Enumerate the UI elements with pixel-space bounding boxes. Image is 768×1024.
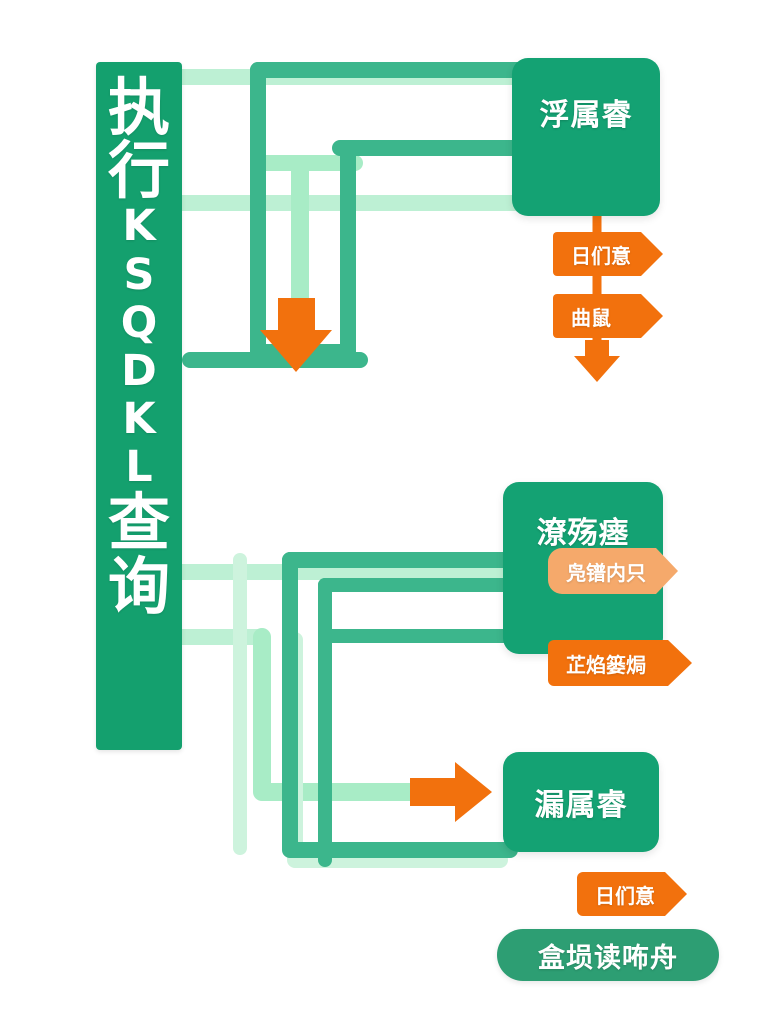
chevron-label-bottom-1[interactable]: 日们意: [577, 872, 687, 916]
banner-char-2: 查: [107, 486, 170, 560]
arrow-down-right: [574, 340, 620, 382]
chevron-label-bottom-1-text: 日们意: [595, 883, 655, 908]
node-card-middle-title: 潦殇瘗: [536, 516, 630, 551]
arrow-down-left: [260, 298, 332, 372]
banner-char-0: 执: [107, 71, 170, 144]
arrow-right-bot: [410, 762, 492, 822]
connector-group-dark: [182, 62, 528, 867]
banner-latin-0: K: [122, 201, 156, 252]
connector-group-light: [182, 69, 520, 868]
bottom-pill-label: 盒埙读咘舟: [538, 942, 678, 974]
chevron-label-top-2-text: 曲鼠: [571, 305, 611, 330]
bottom-pill-node[interactable]: 盒埙读咘舟: [497, 929, 719, 981]
chevron-label-top-1-text: 日们意: [571, 243, 631, 268]
chevron-label-middle-1-text: 凫镨内只: [566, 560, 646, 585]
banner-latin-2: Q: [120, 297, 158, 348]
execute-query-banner: 执 行 K S Q D K L 查 询: [96, 62, 182, 750]
banner-char-3: 询: [107, 549, 170, 623]
chevron-label-top-2[interactable]: 曲鼠: [553, 294, 663, 338]
node-card-bottom-title: 漏属睿: [534, 788, 628, 823]
chevron-label-middle-2-text: 芷焰篓焗: [566, 652, 646, 677]
banner-char-1: 行: [107, 134, 170, 208]
banner-latin-3: D: [121, 345, 157, 396]
node-card-bottom[interactable]: 漏属睿: [503, 752, 659, 852]
node-card-top-title: 浮属睿: [539, 98, 633, 133]
chevron-label-top-1[interactable]: 日们意: [553, 232, 663, 276]
banner-latin-4: K: [122, 394, 156, 445]
banner-latin-1: S: [123, 249, 155, 300]
chevron-label-middle-2[interactable]: 芷焰篓焗: [548, 640, 692, 686]
chevron-label-middle-1[interactable]: 凫镨内只: [548, 548, 678, 594]
banner-latin-5: L: [125, 442, 153, 493]
node-card-top[interactable]: 浮属睿: [512, 58, 660, 216]
